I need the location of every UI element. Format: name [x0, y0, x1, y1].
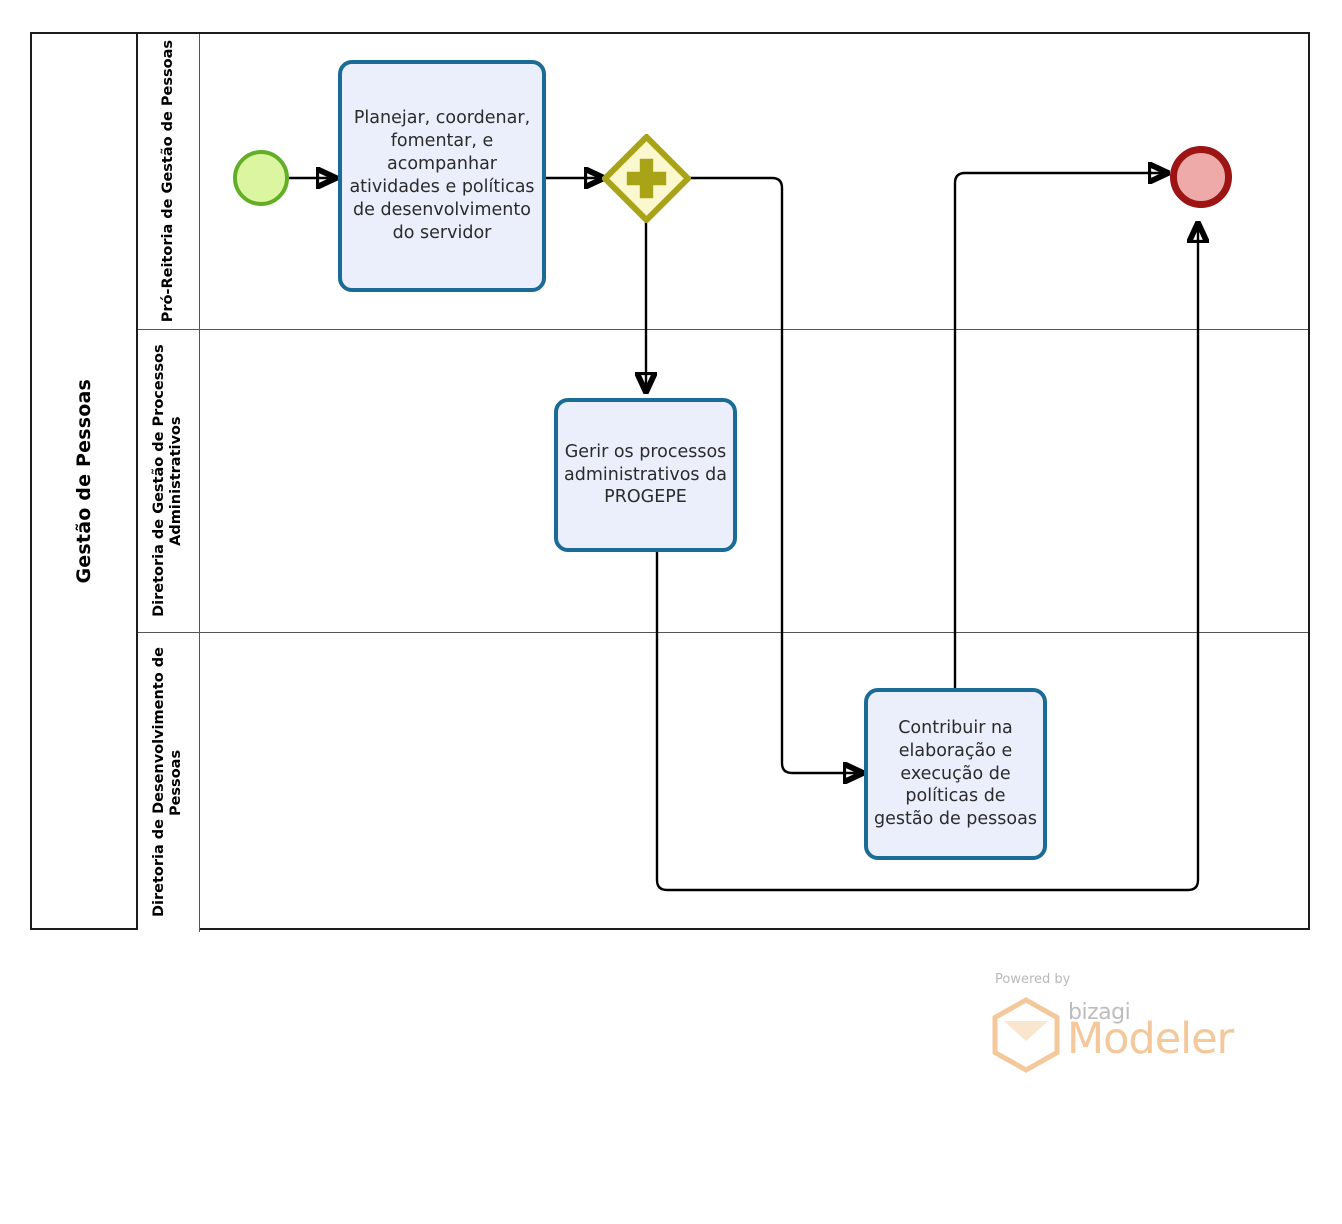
lane-processos-administrativos-header: Diretoria de Gestão de Processos Adminis…	[138, 330, 200, 632]
task-gerir-processos[interactable]: Gerir os processos administrativos da PR…	[554, 398, 737, 552]
end-event[interactable]	[1170, 146, 1232, 208]
lane-pro-reitoria-label: Pró-Reitoria de Gestão de Pessoas	[159, 40, 176, 323]
watermark-brand: bizagi	[1068, 1000, 1131, 1025]
task-contribuir-label: Contribuir na elaboração e execução de p…	[874, 717, 1037, 830]
parallel-gateway[interactable]	[602, 134, 691, 223]
task-gerir-label: Gerir os processos administrativos da PR…	[564, 441, 727, 508]
lane-desenvolvimento-pessoas[interactable]: Diretoria de Desenvolvimento de Pessoas	[138, 632, 1308, 932]
pool-header: Gestão de Pessoas	[32, 34, 138, 928]
task-contribuir-elaboracao[interactable]: Contribuir na elaboração e execução de p…	[864, 688, 1047, 860]
lane-pro-reitoria[interactable]: Pró-Reitoria de Gestão de Pessoas	[138, 34, 1308, 329]
pool-title: Gestão de Pessoas	[73, 378, 95, 584]
parallel-gateway-icon	[602, 134, 691, 223]
lane-desenvolvimento-pessoas-label: Diretoria de Desenvolvimento de Pessoas	[151, 647, 185, 918]
watermark-product: Modeler	[1067, 1014, 1234, 1064]
bizagi-watermark: Powered by bizagi Modeler	[975, 972, 1255, 1082]
lane-desenvolvimento-pessoas-header: Diretoria de Desenvolvimento de Pessoas	[138, 633, 200, 932]
bizagi-hexagon-icon	[992, 997, 1060, 1073]
start-event[interactable]	[233, 150, 289, 206]
watermark-powered-by: Powered by	[995, 972, 1071, 987]
task-planejar-label: Planejar, coordenar, fomentar, e acompan…	[349, 108, 535, 243]
lane-pro-reitoria-header: Pró-Reitoria de Gestão de Pessoas	[138, 34, 200, 329]
lane-processos-administrativos-label: Diretoria de Gestão de Processos Adminis…	[151, 344, 185, 618]
task-planejar-coordenar[interactable]: Planejar, coordenar, fomentar, e acompan…	[338, 60, 546, 292]
